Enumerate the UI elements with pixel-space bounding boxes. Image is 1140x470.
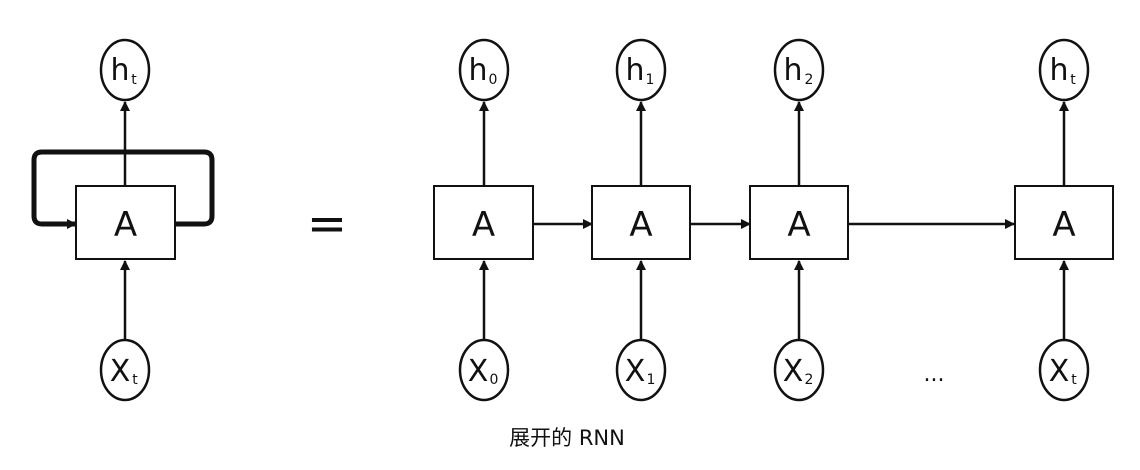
equals-sign: = xyxy=(307,196,347,252)
folded-rnn: A h t X t xyxy=(31,38,215,402)
input-node: X 1 xyxy=(615,338,667,402)
cell-label: A xyxy=(472,205,495,245)
folded-output-subscript: t xyxy=(131,72,137,88)
rnn-diagram-canvas: A h t X t = A xyxy=(31,38,1114,402)
cell-label: A xyxy=(787,205,810,245)
input-label: X xyxy=(625,354,646,389)
output-subscript: 1 xyxy=(646,72,655,88)
recurrent-loop-arrow xyxy=(31,149,215,229)
folded-output-node: h t xyxy=(99,38,151,102)
output-node: h 0 xyxy=(458,38,510,102)
input-label: X xyxy=(468,354,489,389)
output-subscript: 0 xyxy=(489,72,498,88)
unrolled-step: A h 0 X 0 xyxy=(433,38,534,402)
unrolled-step: A h 1 X 1 xyxy=(591,38,691,402)
input-subscript: 1 xyxy=(647,372,656,388)
input-subscript: t xyxy=(1071,372,1077,388)
output-label: h xyxy=(1049,53,1068,88)
cell-box xyxy=(1014,185,1114,260)
folded-input-label: X xyxy=(110,354,131,389)
folded-cell-label: A xyxy=(114,205,137,245)
input-subscript: 0 xyxy=(490,372,499,388)
unrolled-step: A h t X t xyxy=(1014,38,1114,402)
folded-input-node: X t xyxy=(99,338,151,402)
output-node: h 2 xyxy=(773,38,825,102)
diagram-caption: 展开的 RNN xyxy=(509,426,625,450)
output-node: h t xyxy=(1038,38,1090,102)
output-label: h xyxy=(783,53,802,88)
folded-input-subscript: t xyxy=(132,372,138,388)
cell-label: A xyxy=(629,205,652,245)
input-subscript: 2 xyxy=(805,372,814,388)
folded-cell-box xyxy=(75,185,176,260)
cell-label: A xyxy=(1052,205,1075,245)
cell-box xyxy=(591,185,691,260)
output-subscript: t xyxy=(1070,72,1076,88)
input-node: X 0 xyxy=(458,338,510,402)
input-node: X t xyxy=(1038,338,1090,402)
folded-output-label: h xyxy=(110,53,129,88)
output-label: h xyxy=(625,53,644,88)
input-label: X xyxy=(1049,354,1070,389)
output-node: h 1 xyxy=(615,38,667,102)
input-node: X 2 xyxy=(773,338,825,402)
unrolled-step: A h 2 X 2 xyxy=(749,38,849,402)
ellipsis: ... xyxy=(924,362,945,387)
output-subscript: 2 xyxy=(805,72,814,88)
input-label: X xyxy=(783,354,804,389)
output-label: h xyxy=(468,53,487,88)
